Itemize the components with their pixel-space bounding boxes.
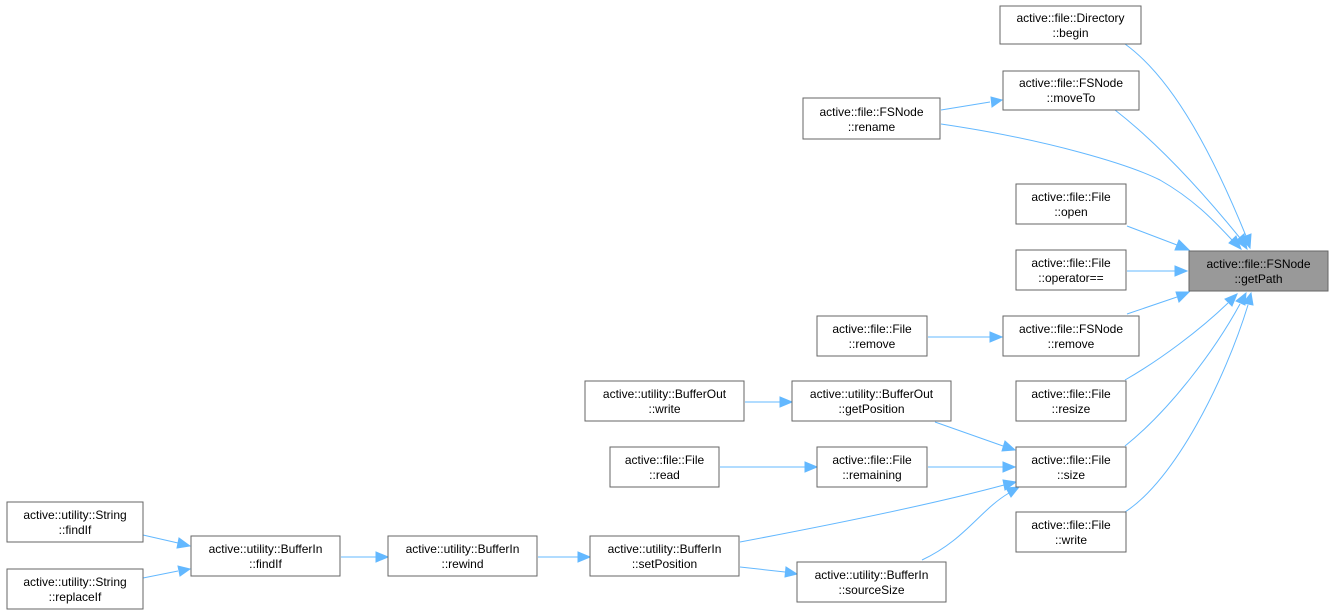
node-file-size[interactable]: active::file::File ::size [1015,446,1127,488]
node-bufferin-findif[interactable]: active::utility::BufferIn ::findIf [190,535,341,577]
node-bufferin-sourcesize[interactable]: active::utility::BufferIn ::sourceSize [796,561,947,603]
node-string-findif[interactable]: active::utility::String ::findIf [6,501,144,543]
nodes: active::file::FSNode ::getPath active::f… [6,5,1329,610]
edge-setpos-to-sourcesize [739,566,799,578]
node-bufferout-getposition[interactable]: active::utility::BufferOut ::getPosition [791,380,952,422]
node-label-line1: active::utility::BufferIn [406,542,520,556]
node-file-read[interactable]: active::file::File ::read [609,446,720,488]
node-label-line1: active::file::FSNode [1019,76,1123,90]
node-file-operator-eq[interactable]: active::file::File ::operator== [1015,249,1127,291]
edge-write-to-getpath [1124,291,1254,513]
node-label-line2: ::write [648,402,680,416]
node-label-line2: ::size [1057,468,1085,482]
node-label-line2: ::setPosition [632,557,697,571]
node-label-line1: active::file::File [832,453,912,467]
node-directory-begin[interactable]: active::file::Directory ::begin [999,5,1142,45]
node-fsnode-getpath[interactable]: active::file::FSNode ::getPath [1188,250,1329,292]
node-fsnode-moveto[interactable]: active::file::FSNode ::moveTo [1002,70,1140,111]
edge-read-to-remaining [720,461,819,473]
node-bufferin-setposition[interactable]: active::utility::BufferIn ::setPosition [589,535,740,577]
node-bufferout-write[interactable]: active::utility::BufferOut ::write [584,380,745,422]
node-fsnode-rename[interactable]: active::file::FSNode ::rename [802,97,941,140]
edge-strreplaceif-to-bifindif [142,565,192,579]
edge-moveto-to-getpath [1114,109,1248,251]
edge-open-to-getpath [1126,225,1191,251]
node-label-line2: ::rewind [441,557,483,571]
node-label-line2: ::moveTo [1047,91,1096,105]
node-label-line1: active::utility::String [23,508,126,522]
node-file-write[interactable]: active::file::File ::write [1015,511,1127,553]
edges [142,43,1254,579]
edge-begin-to-getpath [1124,43,1252,250]
edge-opeq-to-getpath [1127,265,1189,277]
node-label-line2: ::remaining [842,468,901,482]
node-file-resize[interactable]: active::file::File ::resize [1015,380,1127,422]
node-label-line1: active::file::Directory [1016,11,1124,25]
node-label-line1: active::utility::BufferOut [810,387,934,401]
node-label-line1: active::file::File [1031,256,1111,270]
node-label-line2: ::findIf [59,523,92,537]
edge-resize-to-getpath [1124,293,1238,381]
node-label-line2: ::open [1054,205,1087,219]
edge-bowrite-to-bogetpos [745,396,794,408]
node-string-replaceif[interactable]: active::utility::String ::replaceIf [6,568,144,610]
edge-fileremove-to-fsremove [928,331,1004,343]
node-label-line2: ::read [649,468,680,482]
node-label-line1: active::utility::String [23,575,126,589]
edge-strfindif-to-bifindif [142,534,192,549]
node-label-line2: ::findIf [249,557,282,571]
node-label-line2: ::begin [1052,26,1088,40]
node-label-line2: ::operator== [1038,271,1103,285]
node-file-open[interactable]: active::file::File ::open [1015,183,1127,225]
node-label-line2: ::sourceSize [838,583,904,597]
node-label-line1: active::utility::BufferIn [209,542,323,556]
node-label-line2: ::rename [848,120,896,134]
node-label-line1: active::file::File [1031,190,1111,204]
edge-sourcesize-to-size [921,486,1021,561]
node-file-remove[interactable]: active::file::File ::remove [816,315,928,357]
node-label-line1: active::utility::BufferIn [815,568,929,582]
node-label-line2: ::remove [1048,337,1095,351]
node-label-line2: ::getPath [1234,272,1282,286]
node-label-line1: active::file::File [625,453,705,467]
node-label-line1: active::file::FSNode [1019,322,1123,336]
node-label-line1: active::file::FSNode [819,105,923,119]
node-label-line1: active::file::File [1031,518,1111,532]
edge-fsremove-to-getpath [1126,291,1191,315]
node-label-line2: ::resize [1052,402,1091,416]
edge-remaining-to-size [928,461,1017,473]
node-label-line2: ::write [1055,533,1087,547]
edge-rename-to-moveto [940,96,1004,111]
edge-bogetpos-to-size [934,421,1017,452]
node-label-line1: active::file::File [1031,387,1111,401]
node-fsnode-remove[interactable]: active::file::FSNode ::remove [1002,315,1140,357]
node-bufferin-rewind[interactable]: active::utility::BufferIn ::rewind [387,535,538,577]
node-label-line2: ::remove [849,337,896,351]
edge-rewind-to-setpos [538,551,592,563]
node-label-line1: active::file::File [832,322,912,336]
node-label-line2: ::getPosition [838,402,904,416]
node-file-remaining[interactable]: active::file::File ::remaining [816,446,928,488]
node-label-line1: active::utility::BufferIn [608,542,722,556]
edge-rename-to-getpath [940,123,1242,251]
node-label-line1: active::file::File [1031,453,1111,467]
edge-bifindif-to-rewind [341,551,390,563]
edge-setpos-to-size [739,479,1018,543]
node-label-line1: active::file::FSNode [1206,257,1310,271]
node-label-line1: active::utility::BufferOut [603,387,727,401]
node-label-line2: ::replaceIf [49,590,102,604]
